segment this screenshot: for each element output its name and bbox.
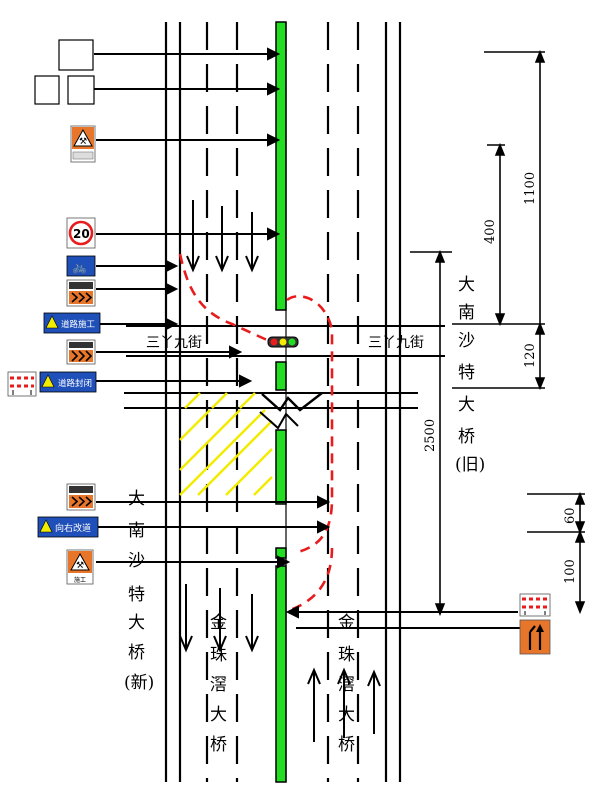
arrow-up-right-1	[307, 667, 321, 742]
svg-text:珠: 珠	[338, 645, 355, 665]
svg-text:南: 南	[458, 303, 475, 323]
worker-icon: ⚒	[79, 137, 87, 147]
arrow-down-left-3	[245, 212, 259, 273]
svg-text:(新): (新)	[124, 673, 154, 693]
warning-sign-top: ⚒	[70, 125, 96, 163]
chevron-sign-1	[66, 279, 96, 307]
svg-text:金: 金	[338, 613, 355, 633]
svg-text:大: 大	[128, 613, 145, 633]
svg-text:金: 金	[210, 613, 227, 633]
dim-400: 400	[483, 219, 498, 244]
construction-zone-hatch	[179, 392, 273, 496]
blank-sign-3	[67, 75, 95, 105]
lane-merge-sign	[519, 619, 551, 655]
bridge-break-lines	[124, 392, 418, 409]
break-zigzag	[261, 392, 323, 412]
svg-text:滘: 滘	[338, 675, 355, 695]
svg-text:大: 大	[128, 489, 145, 509]
detour-right-sign: 向右改道	[37, 516, 99, 538]
arrow-down-bottom-1	[179, 584, 193, 653]
svg-text:沙: 沙	[128, 551, 145, 571]
svg-text:桥: 桥	[210, 735, 227, 755]
arrow-down-left-2	[215, 206, 229, 273]
road-work-sign: 道路施工	[43, 312, 101, 334]
svg-text:大: 大	[458, 395, 475, 415]
dimension-lines	[410, 49, 586, 617]
closure-taper	[178, 253, 334, 612]
bicycle-sign: 🚲	[66, 255, 96, 277]
svg-text:滘: 滘	[210, 675, 227, 695]
arrow-down-bottom-2	[213, 588, 227, 653]
arrow-up-right-3	[367, 669, 381, 734]
jinzhu-label-right: 金 珠 滘 大 桥	[338, 613, 355, 755]
detour-right-text: 向右改道	[55, 522, 91, 534]
traffic-light	[267, 336, 299, 348]
cross-street-label-right: 三丫九街	[368, 335, 424, 351]
dim-1100: 1100	[523, 172, 538, 205]
arrow-up-right-2	[337, 667, 351, 738]
svg-text:特: 特	[128, 585, 145, 605]
road-closed-signs: 道路封闭	[7, 371, 97, 397]
svg-text:特: 特	[458, 363, 475, 383]
road-work-text: 道路施工	[61, 319, 96, 330]
worker-icon-2: ⚒	[76, 561, 84, 571]
old-bridge-label: 大 南 沙 特 大 桥 (旧)	[455, 275, 485, 475]
chevron-sign-3	[66, 483, 96, 511]
road-closed-text: 道路封闭	[58, 378, 92, 389]
arrow-down-bottom-3	[245, 594, 259, 653]
right-barrier-sign	[519, 593, 551, 617]
speed-limit-value: 20	[73, 227, 90, 241]
speed-limit-sign: 20	[66, 217, 96, 249]
svg-text:珠: 珠	[210, 645, 227, 665]
warning-sign-bottom: ⚒ 施工	[66, 549, 94, 585]
cross-street-label-left: 三丫九街	[146, 335, 202, 351]
blank-sign-1	[58, 39, 94, 71]
left-carriageway-lines	[164, 22, 239, 782]
blank-sign-2	[34, 75, 60, 105]
svg-text:南: 南	[128, 521, 145, 541]
new-bridge-label: 大 南 沙 特 大 桥 (新)	[124, 489, 154, 693]
svg-text:大: 大	[338, 705, 355, 725]
bicycle-icon: 🚲	[72, 260, 87, 274]
svg-text:桥: 桥	[458, 427, 475, 447]
right-carriageway-lines	[326, 22, 402, 782]
dim-2500: 2500	[423, 419, 438, 452]
chevron-sign-2	[66, 339, 96, 365]
dim-120: 120	[523, 343, 538, 368]
svg-text:(旧): (旧)	[455, 455, 485, 475]
svg-text:大: 大	[210, 705, 227, 725]
svg-text:桥: 桥	[338, 735, 355, 755]
dim-100: 100	[563, 559, 578, 584]
warning-caption: 施工	[74, 576, 86, 584]
svg-text:沙: 沙	[458, 331, 475, 351]
svg-text:大: 大	[458, 275, 475, 295]
dim-60: 60	[563, 507, 578, 524]
sign-pointers	[94, 47, 520, 629]
lane-arrows	[179, 200, 381, 742]
jinzhu-label-left: 金 珠 滘 大 桥	[210, 613, 227, 755]
svg-text:桥: 桥	[128, 643, 145, 663]
